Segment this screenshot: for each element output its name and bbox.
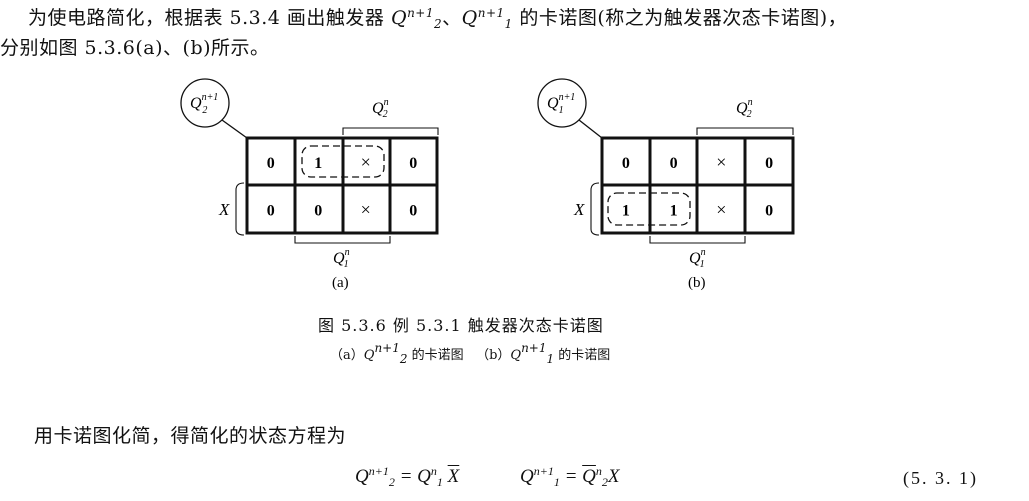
kmap-a-leader-line bbox=[221, 119, 248, 139]
intro-sep: 、 bbox=[442, 7, 462, 29]
kmap-a-cell-r0c3: 0 bbox=[409, 155, 417, 172]
kmap-a-grouping-loop bbox=[301, 145, 385, 178]
intro-q1-sub: 1 bbox=[504, 17, 513, 31]
equation-2: Qn+11 = Qn2X bbox=[520, 464, 620, 489]
equation-1: Qn+12 = Qn1 X bbox=[355, 464, 460, 489]
kmap-a-bottom-bracket bbox=[294, 236, 391, 244]
kmap-b-top-bracket bbox=[696, 127, 794, 135]
kmap-b-grouping-loop bbox=[607, 192, 691, 226]
kmap-b-cell-r1c0: 1 bbox=[622, 202, 630, 219]
kmap-b-bottom-bracket bbox=[649, 236, 746, 244]
intro-text-1: 为使电路简化，根据表 5.3.4 画出触发器 bbox=[28, 7, 385, 29]
eq2-rhs-sub: 2 bbox=[601, 475, 608, 489]
kmap-b-side-var: X bbox=[573, 200, 585, 219]
kmap-a-cell-r0c0: 0 bbox=[267, 155, 275, 172]
subtitle-b-prefix: （b） bbox=[476, 348, 511, 363]
eq1-rhs-xbar: X bbox=[447, 466, 460, 487]
eq1-rhs-sub: 1 bbox=[436, 475, 443, 489]
intro-q2: Q bbox=[390, 7, 408, 29]
subtitle-a-prefix: （a） bbox=[330, 348, 364, 363]
eq2-lhs-sub: 1 bbox=[553, 475, 560, 489]
kmap-a-caption: (a) bbox=[332, 275, 349, 291]
kmap-a-cell-r1c0: 0 bbox=[267, 202, 275, 219]
kmap-a-output-circle bbox=[180, 78, 230, 128]
equation-number: (5. 3. 1) bbox=[903, 468, 978, 488]
subtitle-b-suffix: 的卡诺图 bbox=[558, 348, 611, 363]
figure-title: 图 5.3.6 例 5.3.1 触发器次态卡诺图 bbox=[318, 316, 604, 335]
kmap-b-cell-r0c3: 0 bbox=[765, 155, 773, 172]
kmap-b-cell-r1c3: 0 bbox=[765, 202, 773, 219]
eq2-rhs-qbar: Q bbox=[582, 466, 596, 487]
kmap-b-side-bracket bbox=[590, 182, 600, 236]
eq2-equals: = bbox=[559, 466, 583, 487]
kmap-a-cells: 0 1 × 0 0 0 × 0 bbox=[267, 152, 418, 220]
eq2-lhs-sup: n+1 bbox=[533, 464, 554, 478]
subtitle-b-sup: n+1 bbox=[521, 341, 547, 355]
kmap-b-leader-line bbox=[578, 119, 603, 139]
kmap-b-cells: 0 0 × 0 1 1 × 0 bbox=[622, 152, 773, 220]
intro-q2-sub: 2 bbox=[433, 17, 443, 31]
kmap-b-caption: (b) bbox=[688, 275, 706, 291]
kmap-a-side-var: X bbox=[218, 200, 230, 219]
eq2-rhs-x: X bbox=[607, 466, 620, 487]
intro-q2-sup: n+1 bbox=[407, 6, 434, 20]
kmap-b-cell-r1c2: × bbox=[716, 199, 726, 219]
intro-text-2: 的卡诺图(称之为触发器次态卡诺图)， bbox=[519, 7, 848, 29]
eq1-lhs-sub: 2 bbox=[388, 475, 395, 489]
eq1-rhs-sup: n bbox=[430, 464, 437, 478]
kmap-b-output-circle bbox=[537, 78, 587, 128]
intro-paragraph: 为使电路简化，根据表 5.3.4 画出触发器 Qn+12、Qn+11 的卡诺图(… bbox=[28, 6, 847, 30]
kmap-a-top-bracket bbox=[342, 127, 439, 135]
result-paragraph: 用卡诺图化简，得简化的状态方程为 bbox=[34, 425, 347, 447]
subtitle-a-suffix: 的卡诺图 bbox=[411, 348, 464, 363]
kmap-b-cell-r0c2: × bbox=[716, 152, 726, 172]
figure-subtitle: （a）Qn+12 的卡诺图 （b）Qn+11 的卡诺图 bbox=[330, 341, 611, 366]
eq1-lhs: Q bbox=[355, 466, 369, 487]
kmap-b-cell-r0c0: 0 bbox=[622, 155, 630, 172]
kmap-a-cell-r1c2: × bbox=[361, 199, 371, 219]
kmap-a-side-bracket bbox=[235, 182, 245, 236]
kmap-a-cell-r1c3: 0 bbox=[409, 202, 417, 219]
intro-q1: Q bbox=[461, 7, 478, 29]
kmap-a-cell-r1c1: 0 bbox=[314, 202, 322, 219]
kmap-b-cell-r0c1: 0 bbox=[670, 155, 678, 172]
eq2-rhs-sup: n bbox=[595, 464, 602, 478]
kmap-b-cell-r1c1: 1 bbox=[670, 202, 678, 219]
kmap-a-cell-r0c1: 1 bbox=[314, 155, 322, 172]
eq1-lhs-sup: n+1 bbox=[368, 464, 389, 478]
intro-paragraph-line2: 分别如图 5.3.6(a)、(b)所示。 bbox=[0, 37, 270, 59]
intro-q1-sup: n+1 bbox=[477, 6, 505, 20]
subtitle-b-sub: 1 bbox=[546, 352, 555, 366]
subtitle-a-sup: n+1 bbox=[374, 341, 400, 355]
subtitle-a-sub: 2 bbox=[399, 352, 408, 366]
eq1-rhs-q: = Q bbox=[394, 466, 431, 487]
eq2-lhs: Q bbox=[520, 466, 534, 487]
kmap-a-cell-r0c2: × bbox=[361, 152, 371, 172]
